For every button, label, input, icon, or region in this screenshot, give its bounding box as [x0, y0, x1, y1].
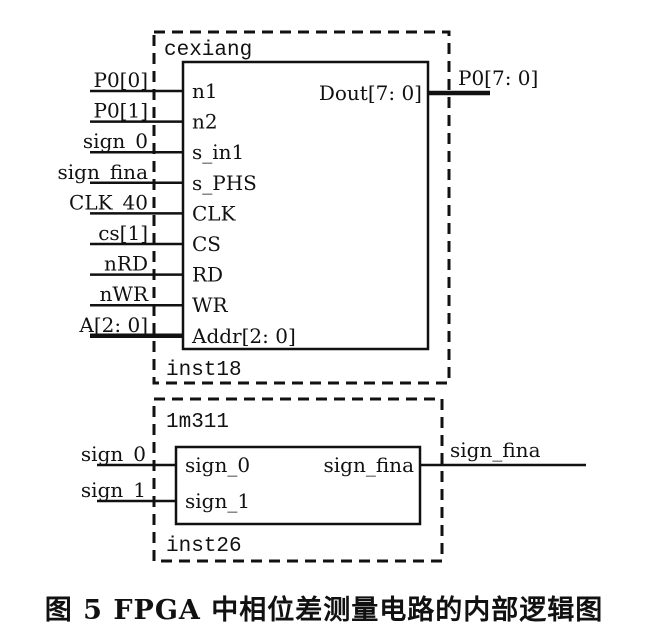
net-label: sign_fina: [58, 160, 149, 184]
input-pin-n1: P0[0] n1: [90, 68, 218, 103]
port-label: Dout[7: 0]: [319, 81, 422, 105]
net-label: sign_1: [81, 478, 146, 502]
figure-caption: 图 5 FPGA 中相位差测量电路的内部逻辑图: [44, 595, 604, 626]
lm311-instance-boundary: [152, 397, 444, 563]
net-label: sign_0: [83, 129, 148, 153]
port-label: sign_0: [185, 453, 250, 477]
port-label: WR: [192, 293, 229, 317]
net-label: nWR: [100, 282, 149, 306]
port-label: CS: [192, 232, 221, 256]
port-label: sign_fina: [324, 453, 415, 477]
net-label: nRD: [104, 252, 148, 276]
cexiang-module-name: cexiang: [164, 39, 252, 62]
lm311-input-pins: sign_0 sign_0 sign_1 sign_1: [81, 442, 250, 513]
input-pin-rd: nRD RD: [90, 252, 223, 287]
port-label: s_in1: [192, 140, 244, 164]
net-label: sign_0: [81, 442, 146, 466]
net-label: P0[7: 0]: [458, 66, 538, 90]
net-label: P0[1]: [93, 99, 148, 123]
input-pin-cs: cs[1] CS: [90, 221, 221, 256]
lm311-module-name: 1m311: [166, 411, 229, 434]
cexiang-instance-boundary: [152, 30, 451, 385]
port-label: n2: [192, 110, 218, 134]
input-pin-clk: CLK_40 CLK: [69, 190, 237, 225]
port-label: n1: [192, 79, 218, 103]
port-label: sign_1: [185, 489, 250, 513]
cexiang-symbol-box[interactable]: [181, 60, 430, 351]
lm311-symbol-box[interactable]: [174, 445, 422, 526]
port-label: RD: [192, 263, 223, 287]
port-label: s_PHS: [192, 171, 257, 195]
input-pin-sign-0: sign_0 sign_0: [81, 442, 250, 477]
port-label: CLK: [192, 201, 237, 225]
net-label: cs[1]: [98, 221, 148, 245]
input-pin-sign-1: sign_1 sign_1: [81, 478, 250, 513]
net-label: CLK_40: [69, 190, 148, 214]
lm311-instance-name: inst26: [166, 535, 242, 558]
cexiang-instance-name: inst18: [166, 359, 242, 382]
cexiang-output-pins: Dout[7: 0] P0[7: 0]: [319, 66, 539, 105]
net-label: A[2: 0]: [78, 313, 148, 337]
output-pin-sign-fina: sign_fina sign_fina: [324, 438, 586, 477]
output-pin-dout-7-0: Dout[7: 0] P0[7: 0]: [319, 66, 539, 105]
net-label: P0[0]: [93, 68, 148, 92]
input-pin-n2: P0[1] n2: [90, 99, 218, 134]
net-label: sign_fina: [450, 438, 541, 462]
input-pin-addr-2-0: A[2: 0] Addr[2: 0]: [78, 313, 295, 348]
port-label: Addr[2: 0]: [191, 324, 296, 348]
input-pin-s-in1: sign_0 s_in1: [83, 129, 244, 164]
input-pin-s-phs: sign_fina s_PHS: [58, 160, 257, 195]
input-pin-wr: nWR WR: [90, 282, 229, 317]
lm311-output-pins: sign_fina sign_fina: [324, 438, 586, 477]
